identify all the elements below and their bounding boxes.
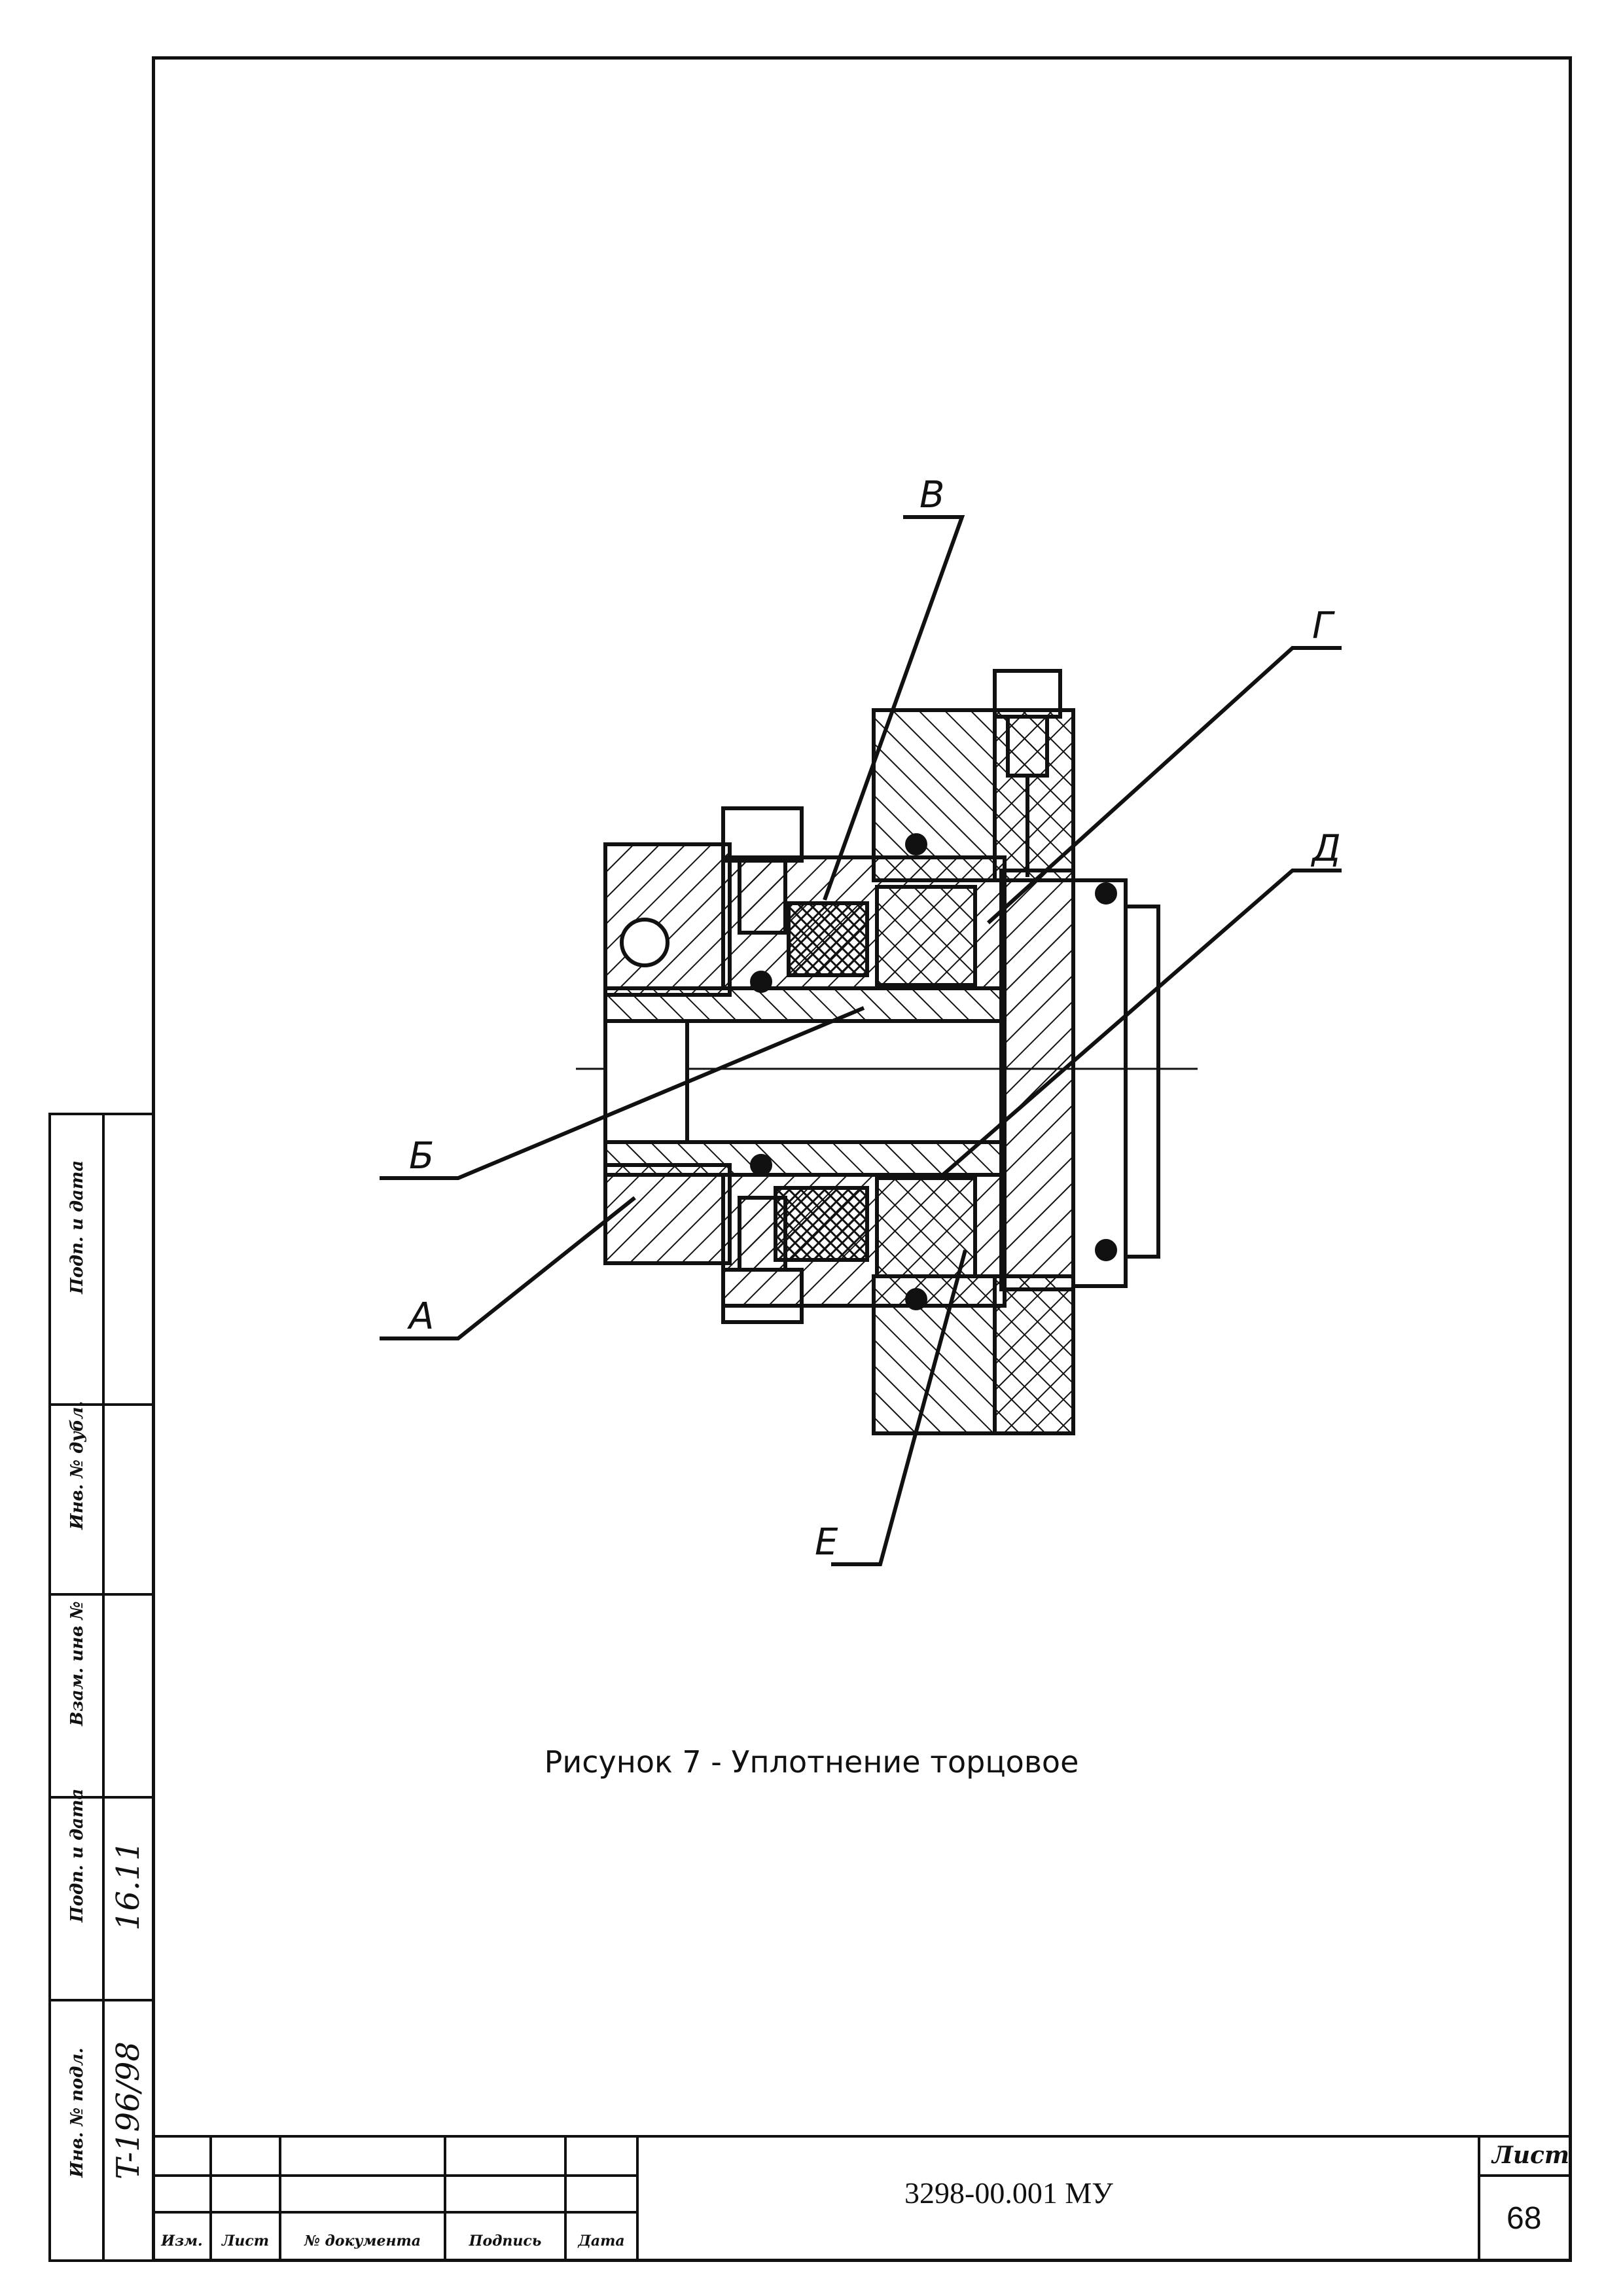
stamp-label-podp-data-2: Подп. и дата (67, 1160, 87, 1294)
header-list: Лист (221, 2233, 270, 2250)
header-document: № документа (304, 2233, 421, 2250)
header-izm: Изм. (161, 2233, 203, 2250)
stamp-label-inv-dubl: Инв. № дубл. (67, 1401, 87, 1530)
callout-d: Д (1310, 827, 1341, 870)
stamp-label-inv-podl: Инв. № подл. (67, 2047, 87, 2178)
header-date: Дата (578, 2233, 625, 2250)
callout-v: В (919, 474, 944, 516)
title-block: Изм. Лист № документа Подпись Дата 3298-… (152, 2135, 1572, 2262)
stamp-label-vzam-inv: Взам. инв № (67, 1601, 87, 1726)
sheet-number: 68 (1507, 2201, 1542, 2236)
header-signature: Подпись (469, 2233, 542, 2250)
document-number: 3298-00.001 МУ (904, 2176, 1113, 2210)
stamp-date: 16.11 (110, 1840, 147, 1931)
side-stamp: Инв. № подл. Подп. и дата Взам. инв № Ин… (48, 1113, 152, 2262)
callout-g: Г (1312, 605, 1335, 647)
callout-a: А (407, 1295, 434, 1338)
figure-caption: Рисунок 7 - Уплотнение торцовое (544, 1744, 1079, 1780)
stamp-inventory-number: T-196/98 (110, 2041, 147, 2179)
sheet-label: Лист (1492, 2142, 1570, 2169)
callout-e: Е (815, 1521, 838, 1564)
stamp-label-podp-data-1: Подп. и дата (67, 1788, 87, 1922)
callout-b: Б (409, 1135, 434, 1177)
